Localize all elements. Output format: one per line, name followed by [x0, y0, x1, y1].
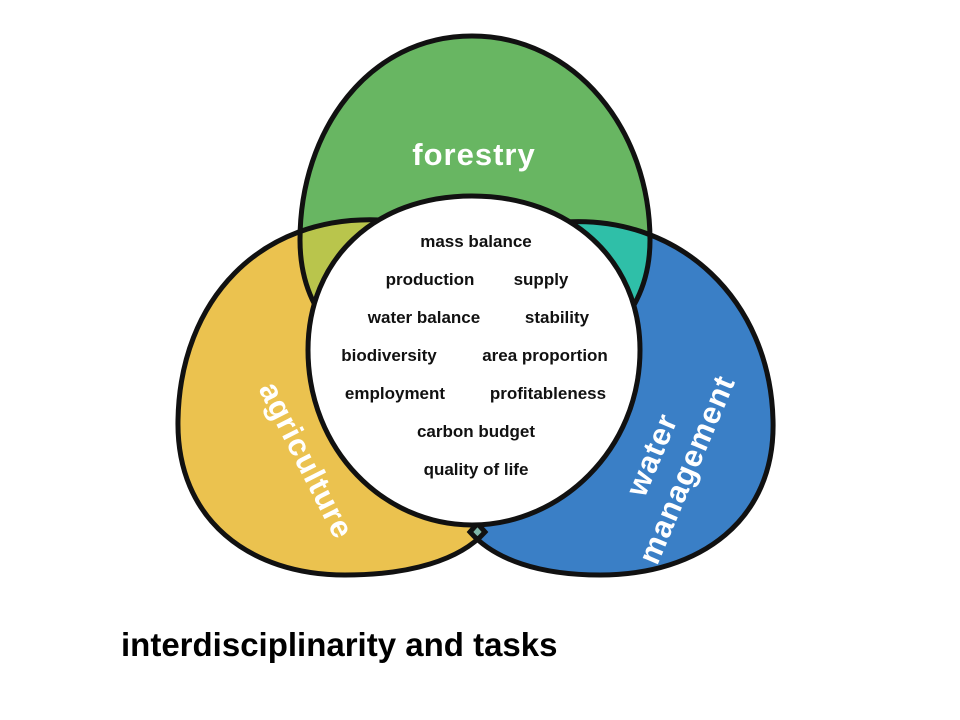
task-stability: stability [525, 308, 590, 327]
task-area-proportion: area proportion [482, 346, 608, 365]
task-employment: employment [345, 384, 445, 403]
task-profitableness: profitableness [490, 384, 606, 403]
task-biodiversity: biodiversity [341, 346, 437, 365]
task-water-balance: water balance [367, 308, 480, 327]
task-carbon-budget: carbon budget [417, 422, 535, 441]
task-supply: supply [514, 270, 569, 289]
caption: interdisciplinarity and tasks [121, 626, 558, 663]
forestry-label: forestry [412, 137, 535, 172]
task-production: production [386, 270, 475, 289]
center-region [305, 193, 643, 528]
task-list: mass balance production supply water bal… [341, 232, 608, 479]
task-mass-balance: mass balance [420, 232, 532, 251]
task-quality-of-life: quality of life [424, 460, 529, 479]
